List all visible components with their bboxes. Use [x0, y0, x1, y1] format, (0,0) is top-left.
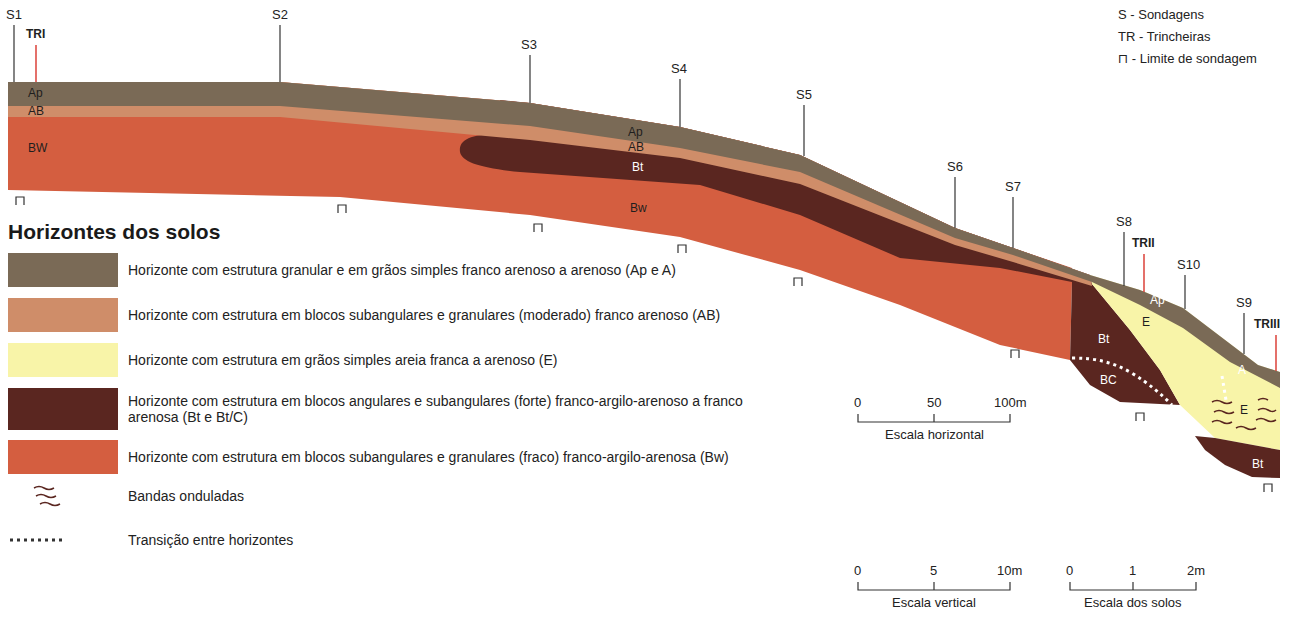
horizon-label: BW	[28, 142, 47, 156]
legend-swatch	[8, 343, 118, 377]
sondage-label: S7	[1005, 180, 1021, 195]
scale-number: 1	[1129, 564, 1136, 579]
trench-label: TRIII	[1254, 318, 1280, 332]
scale-title: Escala dos solos	[1084, 596, 1182, 611]
horizon-label: Bt	[1252, 458, 1263, 472]
legend-text: Horizonte com estrutura em blocos subang…	[128, 307, 768, 323]
legend-heading: Horizontes dos solos	[8, 220, 220, 244]
horizon-label: Bt	[632, 161, 643, 175]
horizon-transition	[1222, 376, 1226, 400]
sondage-label: S4	[671, 62, 687, 77]
sondage-label: S1	[6, 8, 22, 23]
horizon-label: Bt	[1098, 333, 1109, 347]
sondage-label: S5	[796, 88, 812, 103]
sondage-label: S2	[272, 8, 288, 23]
legend-bands-symbol	[34, 487, 60, 506]
scale-number: 10m	[997, 564, 1022, 579]
sondage-label: S10	[1177, 258, 1200, 273]
sondage-label: S8	[1116, 215, 1132, 230]
horizon-label: BC	[1100, 374, 1117, 388]
scale-number: 0	[1066, 564, 1073, 579]
legend-text: Horizonte com estrutura granular e em gr…	[128, 262, 768, 278]
legend-swatch	[8, 298, 118, 332]
sondage-label: S6	[947, 160, 963, 175]
legend-text: ⊓ - Limite de sondagem	[1118, 52, 1257, 67]
legend-text: TR - Trincheiras	[1118, 30, 1210, 45]
scale-number: 100m	[994, 396, 1027, 411]
legend-transition-symbol	[10, 539, 62, 542]
legend-swatch	[8, 253, 118, 287]
horizon-label: Bw	[630, 202, 647, 216]
scale-title: Escala vertical	[892, 596, 976, 611]
legend-text: Transição entre horizontes	[128, 532, 768, 548]
scale-bars	[858, 414, 1196, 590]
scale-number: 0	[854, 564, 861, 579]
bt-horizon-lower	[1195, 436, 1280, 478]
horizon-label: A	[1238, 364, 1246, 378]
horizon-label: AB	[28, 105, 44, 119]
trench-lines	[36, 45, 1276, 371]
scale-number: 5	[930, 564, 937, 579]
legend-text: Bandas onduladas	[128, 488, 768, 504]
legend-swatch	[8, 440, 118, 474]
legend-text: Horizonte com estrutura em grãos simples…	[128, 352, 768, 368]
horizon-label: E	[1240, 404, 1248, 418]
trench-label: TRI	[26, 28, 45, 42]
horizon-label: Ap	[1150, 294, 1165, 308]
horizon-transition	[1072, 358, 1172, 405]
scale-number: 2m	[1187, 564, 1205, 579]
horizon-label: E	[1142, 316, 1150, 330]
legend-text: S - Sondagens	[1118, 8, 1204, 23]
horizon-label: Ap	[628, 126, 643, 140]
ap-horizon	[8, 82, 1280, 388]
sondage-lines	[14, 25, 1244, 354]
scale-number: 50	[927, 396, 941, 411]
legend-text: Horizonte com estrutura em blocos angula…	[128, 393, 768, 425]
scale-title: Escala horizontal	[885, 428, 984, 443]
bt-horizon	[460, 100, 1180, 405]
sondage-label: S3	[521, 38, 537, 53]
wavy-bands	[1212, 399, 1276, 430]
scale-number: 0	[854, 396, 861, 411]
legend-swatch	[8, 388, 118, 430]
trench-label: TRII	[1132, 237, 1155, 251]
horizon-label: AB	[628, 141, 644, 155]
horizon-label: Ap	[28, 87, 43, 101]
sondage-label: S9	[1236, 296, 1252, 311]
legend-text: Horizonte com estrutura em blocos subang…	[128, 449, 768, 465]
